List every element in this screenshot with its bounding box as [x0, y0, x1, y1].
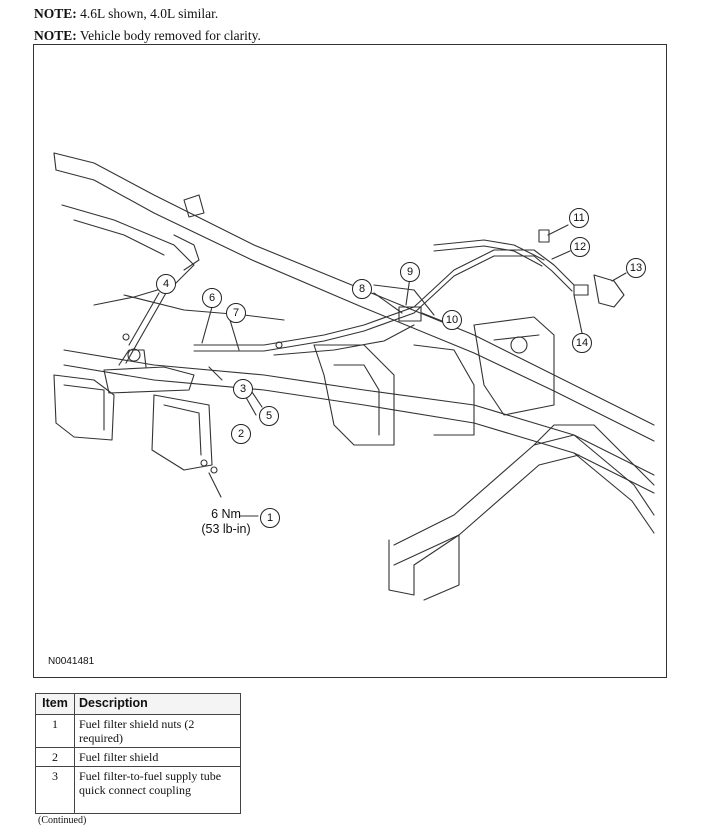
- callout-7: 7: [226, 303, 246, 323]
- table-row: 1 Fuel filter shield nuts (2 required): [35, 714, 241, 748]
- item-description: Fuel filter-to-fuel supply tube quick co…: [74, 766, 241, 814]
- item-description-table: Item Description 1 Fuel filter shield nu…: [35, 693, 241, 814]
- chassis-illustration: [53, 152, 655, 601]
- item-description: Fuel filter shield nuts (2 required): [74, 714, 241, 748]
- illustration-frame: 1 2 3 4 5 6 7 8 9 10 11 12 13 14 6 Nm (5…: [33, 44, 667, 678]
- continued-label: (Continued): [38, 815, 87, 826]
- callout-6: 6: [202, 288, 222, 308]
- torque-nm: 6 Nm: [211, 507, 241, 521]
- figure-id: N0041481: [48, 656, 95, 667]
- table-row: 3 Fuel filter-to-fuel supply tube quick …: [35, 766, 241, 814]
- callout-1: 1: [260, 508, 280, 528]
- note-line-2: NOTE: Vehicle body removed for clarity.: [34, 28, 261, 44]
- callout-10: 10: [442, 310, 462, 330]
- torque-spec: 6 Nm (53 lb-in): [194, 507, 258, 537]
- callout-4: 4: [156, 274, 176, 294]
- torque-lbin: (53 lb-in): [201, 522, 251, 536]
- table-row: 2 Fuel filter shield: [35, 747, 241, 767]
- callout-11: 11: [569, 208, 589, 228]
- note-line-1: NOTE: 4.6L shown, 4.0L similar.: [34, 6, 218, 22]
- item-number: 2: [35, 747, 75, 767]
- callout-9: 9: [400, 262, 420, 282]
- note-text: Vehicle body removed for clarity.: [76, 28, 261, 43]
- header-item: Item: [35, 693, 75, 715]
- callout-13: 13: [626, 258, 646, 278]
- callout-14: 14: [572, 333, 592, 353]
- callout-8: 8: [352, 279, 372, 299]
- table-header-row: Item Description: [35, 693, 241, 715]
- header-description: Description: [74, 693, 241, 715]
- callout-12: 12: [570, 237, 590, 257]
- note-label: NOTE:: [34, 6, 77, 21]
- item-number: 1: [35, 714, 75, 748]
- note-label: NOTE:: [34, 28, 77, 43]
- item-number: 3: [35, 766, 75, 814]
- callout-2: 2: [231, 424, 251, 444]
- note-text: 4.6L shown, 4.0L similar.: [76, 6, 219, 21]
- item-description: Fuel filter shield: [74, 747, 241, 767]
- callout-3: 3: [233, 379, 253, 399]
- callout-5: 5: [259, 406, 279, 426]
